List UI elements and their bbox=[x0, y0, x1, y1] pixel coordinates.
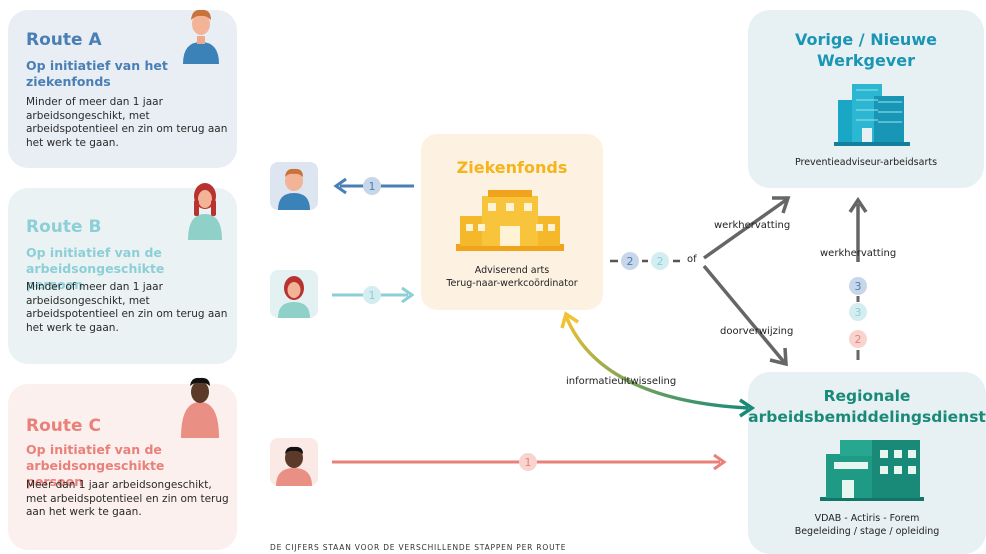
step-badge-mid-a: 2 bbox=[621, 252, 639, 270]
step-badge-vert-c-label: 2 bbox=[855, 333, 862, 346]
footnote: DE CIJFERS STAAN VOOR DE VERSCHILLENDE S… bbox=[270, 543, 567, 552]
informatieuitwisseling-label: informatieuitwisseling bbox=[566, 376, 677, 387]
person-route-b-icon bbox=[188, 183, 222, 240]
avatar-c-person-icon bbox=[276, 446, 312, 486]
regionale-title-line1: Regionale bbox=[823, 387, 911, 405]
avatar-a-person-icon bbox=[278, 168, 310, 210]
route-b-title: Route B bbox=[26, 217, 102, 237]
werkgever-title-line1: Vorige / Nieuwe bbox=[795, 30, 937, 49]
werkgever-caption: Preventieadviseur-arbeidsarts bbox=[794, 157, 938, 168]
step-badge-route-a: 1 bbox=[363, 177, 381, 195]
ziekenfonds-line1: Adviserend arts bbox=[474, 265, 550, 276]
werkhervatting-top-arrow bbox=[702, 196, 791, 260]
step-badge-vert-a-label: 3 bbox=[855, 280, 862, 293]
step-badge-route-c: 1 bbox=[519, 453, 537, 471]
step-badge-route-b: 1 bbox=[363, 286, 381, 304]
route-c-title: Route C bbox=[26, 416, 101, 436]
regionale-building-icon bbox=[820, 440, 924, 501]
werkgever-title-line2: Werkgever bbox=[817, 51, 915, 70]
avatar-b-person-icon bbox=[278, 276, 310, 318]
route-a-title: Route A bbox=[26, 30, 102, 50]
person-route-c-icon bbox=[181, 377, 219, 438]
route-c-subtitle: Op initiatief van de arbeidsongeschikte … bbox=[26, 442, 165, 489]
route-b-description: Minder of meer dan 1 jaar arbeidsongesch… bbox=[26, 281, 228, 334]
step-badge-route-c-label: 1 bbox=[525, 456, 532, 469]
step-badge-vert-a: 3 bbox=[849, 277, 867, 295]
step-badge-route-a-label: 1 bbox=[369, 180, 376, 193]
ziekenfonds-title: Ziekenfonds bbox=[456, 158, 568, 177]
route-a-description: Minder of meer dan 1 jaar arbeidsongesch… bbox=[26, 96, 228, 149]
route-b-card: Route B Op initiatief van de arbeidsonge… bbox=[8, 188, 237, 364]
step-badge-vert-b-label: 3 bbox=[855, 306, 862, 319]
route-a-subtitle: Op initiatief van het ziekenfonds bbox=[26, 58, 168, 89]
doorverwijzing-arrow bbox=[702, 264, 788, 367]
informatieuitwisseling-arrow bbox=[560, 311, 756, 418]
route-c-description: Meer dan 1 jaar arbeidsongeschikt, met a… bbox=[26, 479, 229, 518]
of-label: of bbox=[687, 254, 697, 265]
doorverwijzing-label: doorverwijzing bbox=[720, 326, 794, 337]
step-badge-mid-a-label: 2 bbox=[627, 255, 634, 268]
regionale-line1: VDAB - Actiris - Forem bbox=[814, 513, 920, 524]
regionale-title-line2: arbeidsbemiddelingsdienst bbox=[748, 408, 986, 426]
step-badge-route-b-label: 1 bbox=[369, 289, 376, 302]
step-badge-vert-c: 2 bbox=[849, 330, 867, 348]
step-badge-mid-b-label: 2 bbox=[657, 255, 664, 268]
route-b-subtitle: Op initiatief van de arbeidsongeschikte … bbox=[26, 245, 165, 292]
werkgever-building-icon bbox=[834, 84, 910, 146]
step-badge-vert-b: 3 bbox=[849, 303, 867, 321]
ziekenfonds-line2: Terug-naar-werkcoördinator bbox=[446, 278, 578, 289]
regionale-line2: Begeleiding / stage / opleiding bbox=[794, 526, 940, 537]
werkhervatting-right-arrow bbox=[848, 196, 868, 360]
werkhervatting-right-label: werkhervatting bbox=[820, 248, 897, 259]
ziekenfonds-building-icon bbox=[456, 190, 564, 251]
person-route-a-icon bbox=[183, 9, 219, 64]
step-badge-mid-b: 2 bbox=[651, 252, 669, 270]
werkhervatting-top-label: werkhervatting bbox=[714, 220, 791, 231]
